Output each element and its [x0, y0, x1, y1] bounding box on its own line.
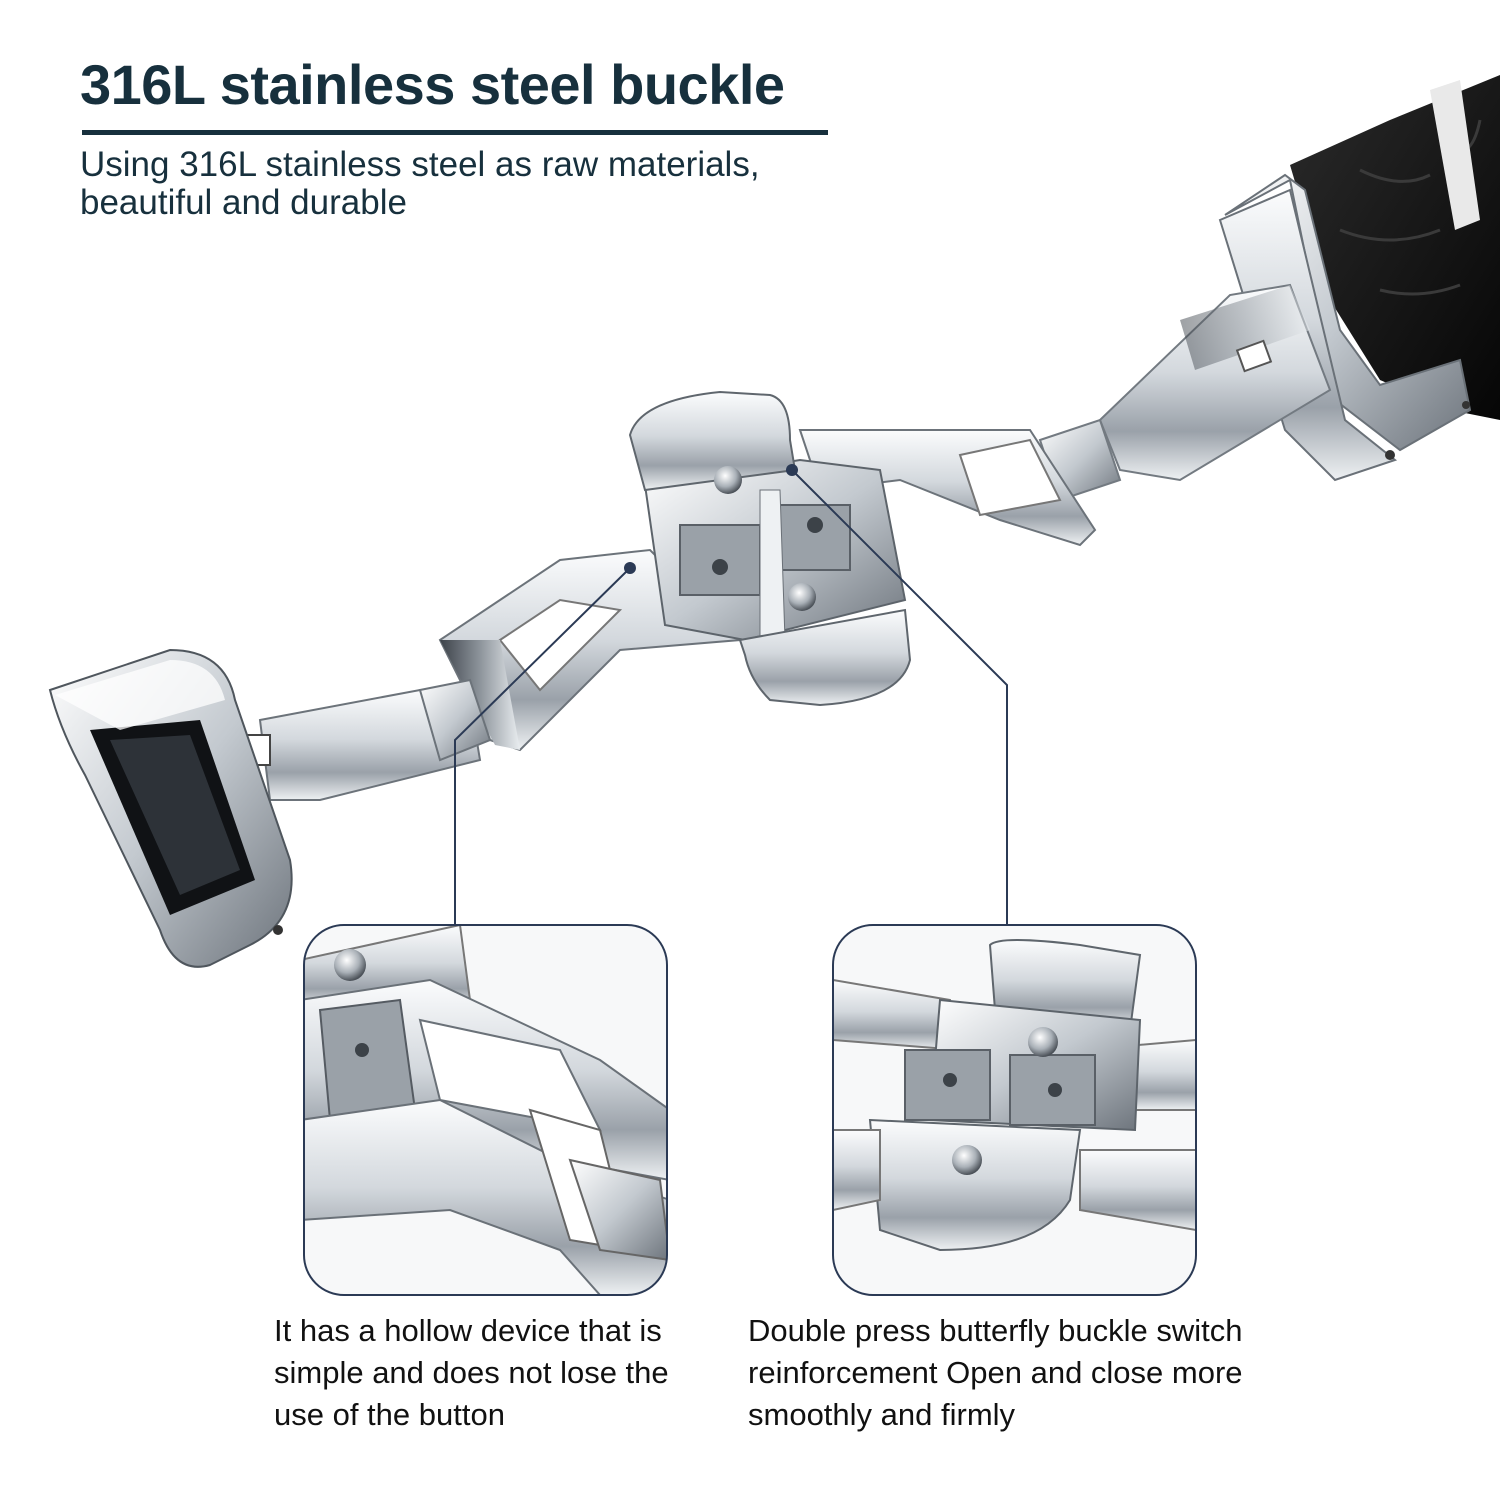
- page-title: 316L stainless steel buckle: [80, 53, 785, 116]
- detail-zoom-butterfly: [832, 924, 1197, 1296]
- callout-leader-left: [454, 562, 636, 925]
- caption-hollow-device: It has a hollow device that is simple an…: [274, 1313, 669, 1432]
- strap-end-clasp-left: [48, 648, 293, 968]
- callout-leader-right: [786, 464, 1008, 925]
- buckle-arm-right: [1038, 283, 1332, 502]
- buckle-arm-left: [239, 678, 492, 801]
- leather-strap: [1290, 75, 1500, 420]
- butterfly-buckle-frame: [438, 390, 1097, 752]
- caption-butterfly-switch: Double press butterfly buckle switch rei…: [748, 1313, 1243, 1432]
- detail-zoom-hollow: [303, 924, 668, 1296]
- title-underline: [82, 130, 828, 135]
- page-subtitle: Using 316L stainless steel as raw materi…: [80, 145, 760, 222]
